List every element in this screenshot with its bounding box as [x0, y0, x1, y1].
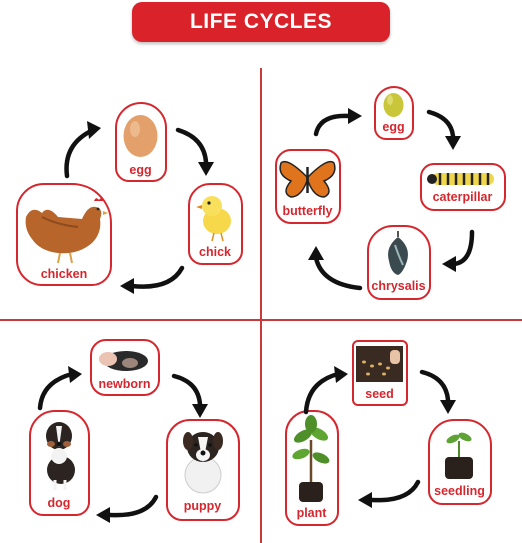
butterfly-arrow-left — [313, 108, 362, 137]
plant-arrow-bottom — [358, 479, 421, 508]
dog-label: dog — [47, 496, 71, 510]
chicken-egg-label: egg — [129, 163, 152, 177]
chrysalis-card: chrysalis — [367, 225, 431, 300]
chicken-arrow-top-right — [175, 127, 214, 176]
chrysalis-label: chrysalis — [371, 279, 426, 293]
dog-arrow-top-left — [37, 366, 82, 411]
dog-arrow-top-right — [171, 373, 208, 418]
butterfly-egg-label: egg — [382, 120, 405, 134]
plant-arrow-top-left — [303, 366, 348, 415]
page-title: LIFE CYCLES — [132, 2, 390, 42]
newborn-label: newborn — [98, 377, 151, 391]
butterfly-egg-image — [383, 93, 404, 117]
chicken-arrow-top-left — [64, 121, 101, 179]
plant-card: plant — [285, 410, 339, 526]
egg-image — [123, 115, 158, 157]
dog-arrow-bottom — [96, 494, 159, 523]
butterfly-egg-card: egg — [374, 86, 414, 140]
butterfly-label: butterfly — [282, 204, 333, 218]
seedling-image — [445, 432, 473, 479]
seed-card: seed — [352, 340, 408, 406]
newborn-card: newborn — [90, 339, 160, 396]
dog-image — [46, 422, 75, 490]
chicken-card: chicken — [16, 183, 112, 286]
chicken-image — [25, 198, 108, 264]
butterfly-card: butterfly — [275, 149, 341, 224]
chicken-label: chicken — [40, 267, 88, 281]
chrysalis-image — [388, 231, 408, 275]
vertical-divider — [260, 68, 262, 543]
seed-image — [356, 346, 403, 382]
butterfly-arrow-bottom-right — [442, 229, 475, 272]
plant-label: plant — [296, 506, 327, 520]
puppy-image — [183, 432, 223, 494]
newborn-image — [99, 351, 148, 371]
chicken-arrow-bottom — [120, 265, 185, 294]
caterpillar-image — [427, 173, 494, 185]
chick-image — [196, 196, 231, 242]
chick-card: chick — [188, 183, 243, 265]
caterpillar-card: caterpillar — [420, 163, 506, 211]
puppy-label: puppy — [183, 499, 222, 513]
caterpillar-label: caterpillar — [432, 190, 493, 204]
dog-card: dog — [29, 410, 90, 516]
chicken-egg-card: egg — [115, 102, 167, 182]
butterfly-arrow-right — [426, 109, 461, 150]
plant-image — [292, 415, 330, 502]
seed-label: seed — [365, 387, 394, 401]
seedling-card: seedling — [428, 419, 492, 505]
puppy-card: puppy — [166, 419, 240, 521]
horizontal-divider — [0, 319, 522, 321]
butterfly-arrow-bottom-left — [308, 246, 363, 291]
seedling-label: seedling — [434, 484, 485, 498]
butterfly-image — [279, 160, 336, 198]
chick-label: chick — [199, 245, 231, 259]
plant-arrow-top-right — [419, 369, 456, 414]
